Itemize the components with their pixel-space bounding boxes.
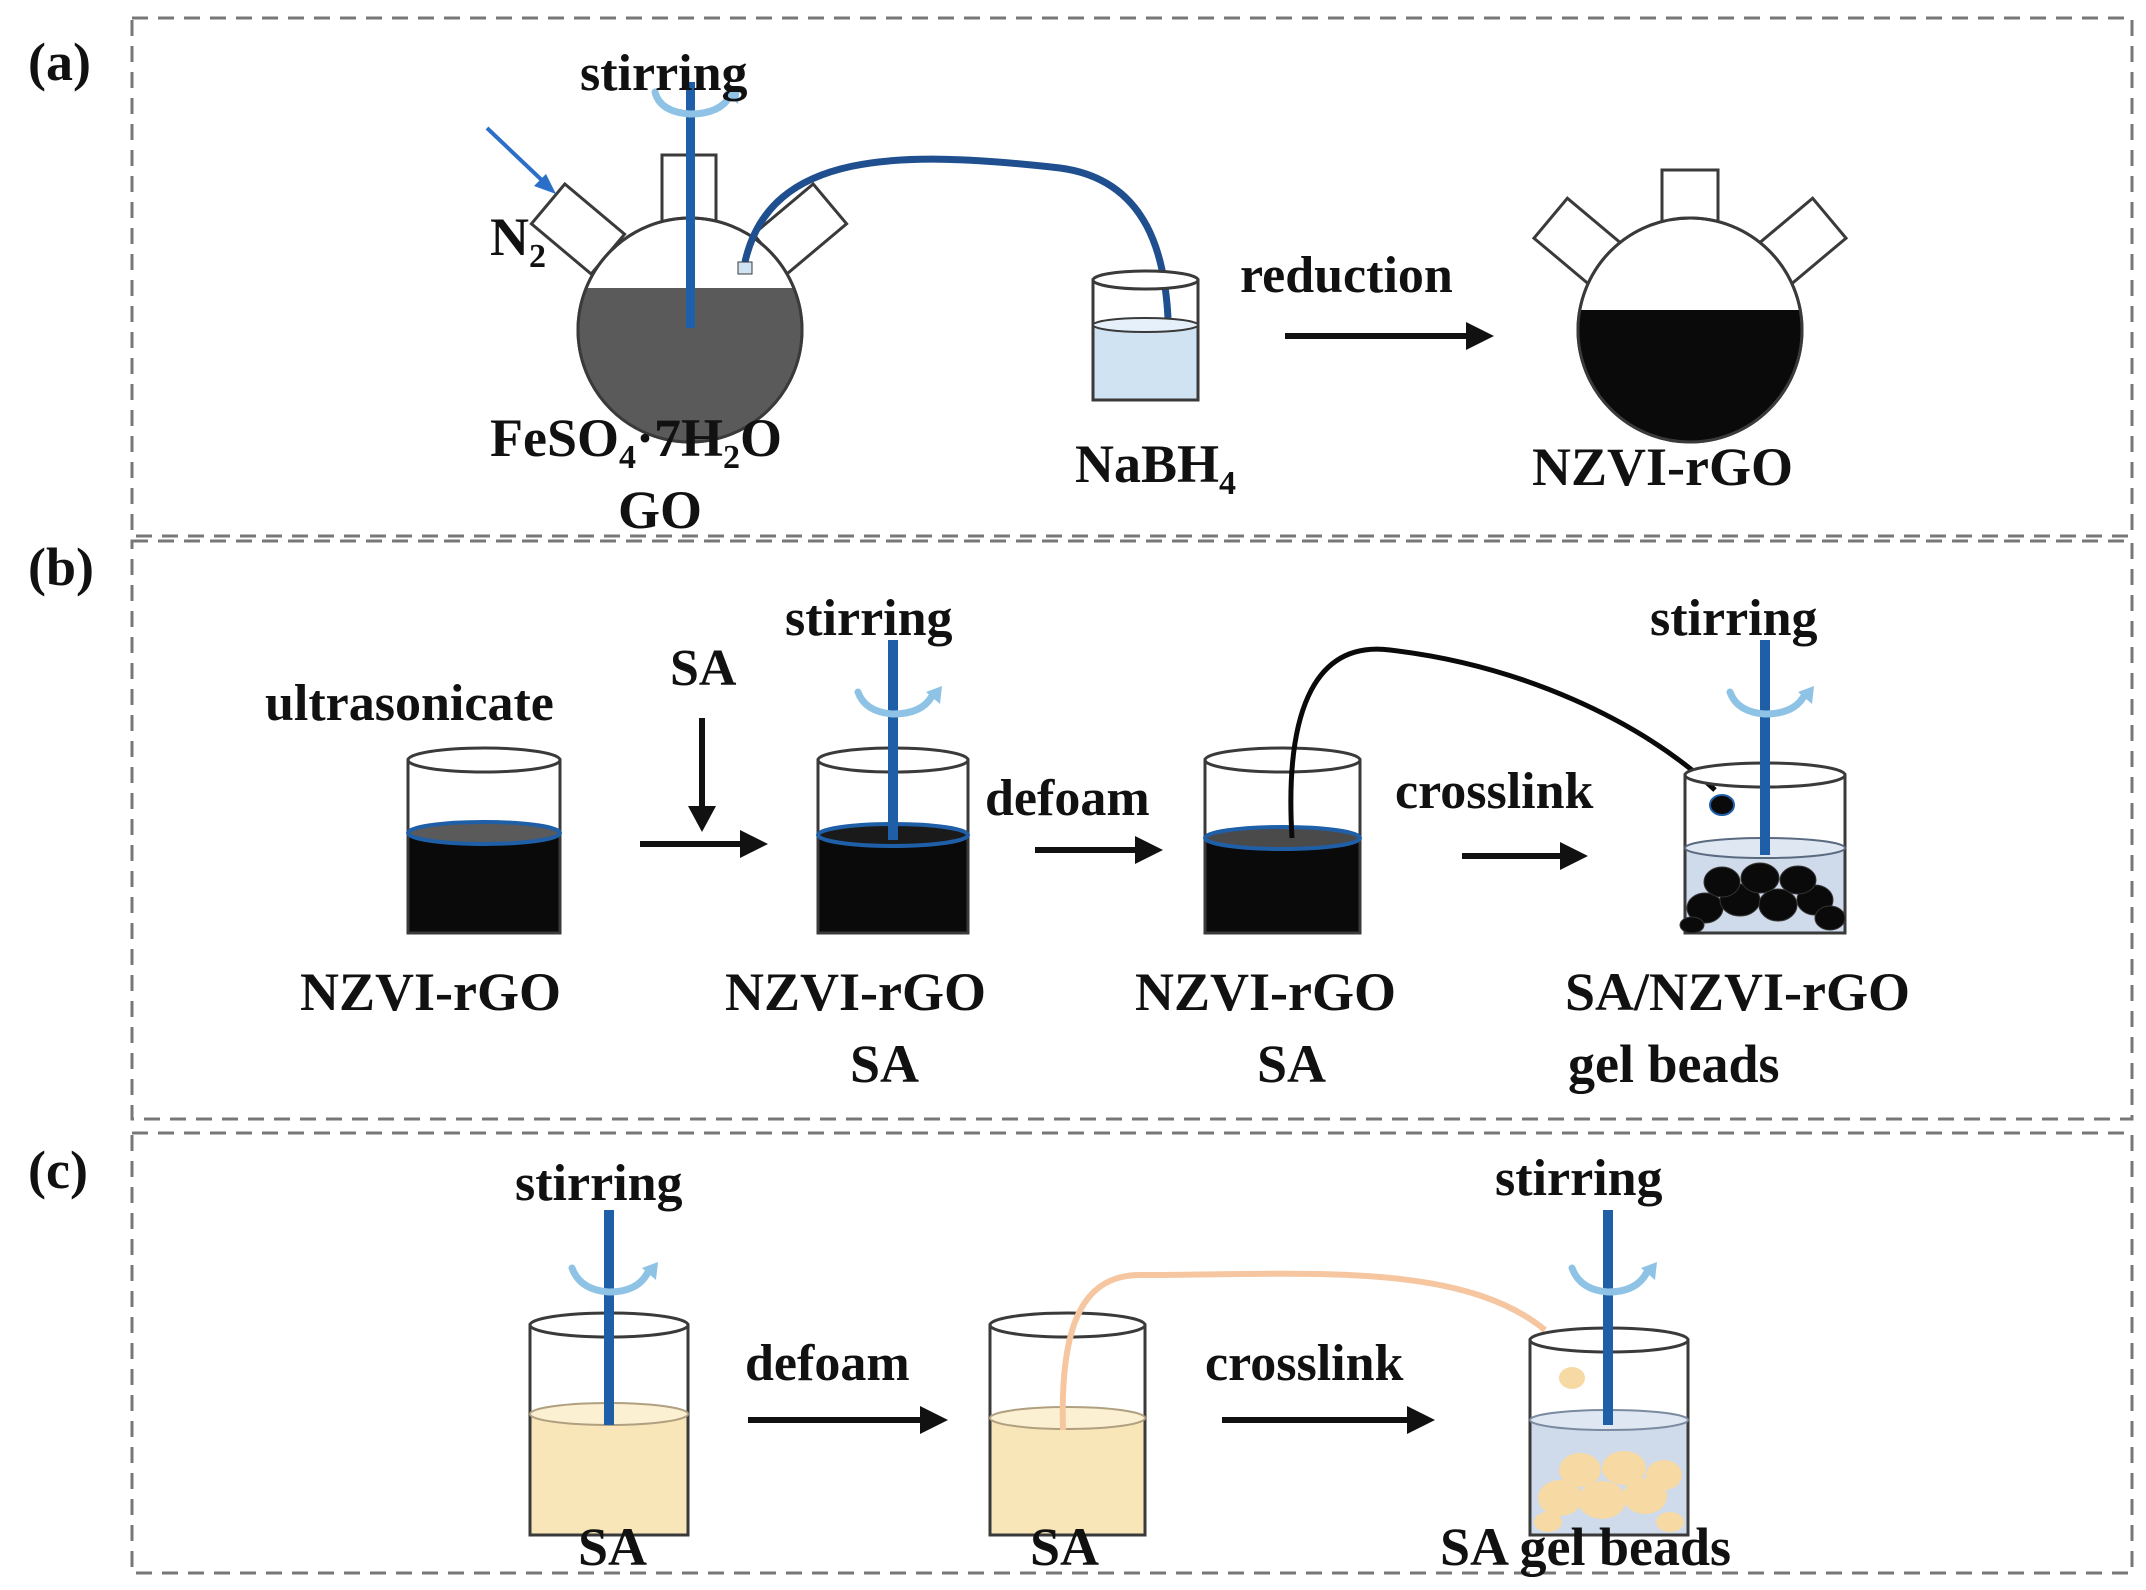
beaker-sa-gel-beads [1528,1210,1690,1537]
drip-tube-b [1288,646,1717,839]
stir-rod [604,1210,614,1425]
step-crosslink-c: crosslink [1205,1335,1404,1392]
stir-swirl-icon [1726,688,1808,718]
name-c3: SA gel beads [1440,1517,1731,1577]
name-b1: NZVI-rGO [300,962,561,1022]
stirring-b2: stirring [1650,590,1818,647]
beaker-defoamed [1203,746,1362,935]
panel-c: (c) stirring defoam crosslink [28,1131,2134,1577]
stir-rod [686,82,695,328]
beaker-gel-beads [1679,640,1847,935]
stir-swirl-icon [568,1264,652,1296]
reaction-flask [529,82,849,444]
panel-a-label: (a) [28,32,91,92]
step-defoam-b: defoam [985,770,1150,827]
beaker-nzvi-rgo [406,746,562,935]
flask-contents-line1: FeSO4·7H2O [490,408,782,476]
nabh4-beaker [1091,269,1200,402]
falling-sa-droplet [1559,1367,1585,1389]
sa-beads [1534,1451,1684,1532]
step-reduction: reduction [1240,247,1453,304]
drip-tube-c [1059,1270,1547,1431]
stir-swirl-icon [651,88,734,118]
beaker-nzvi-rgo-sa [816,640,970,935]
name-b3-line1: NZVI-rGO [1135,962,1396,1022]
name-b3-line2: SA [1257,1034,1326,1094]
beaker-sa [528,1210,690,1537]
panel-a-border [130,16,2134,538]
step-defoam-c: defoam [745,1335,910,1392]
panel-a: (a) N2 reduction [28,16,2134,540]
stir-rod [1760,640,1770,855]
product-flask [1531,168,1849,444]
falling-droplet [1709,794,1735,816]
stir-swirl-icon [1568,1264,1651,1296]
additive-sa: SA [670,640,737,697]
reagent-nabh4: NaBH4 [1075,434,1236,502]
name-c2: SA [1030,1517,1099,1577]
name-c1: SA [578,1517,647,1577]
panel-c-label: (c) [28,1140,88,1200]
product-nzvi-rgo: NZVI-rGO [1532,437,1793,497]
step-ultrasonicate: ultrasonicate [265,675,554,732]
name-b4-line2: gel beads [1568,1034,1780,1094]
stirring-c1: stirring [515,1155,683,1212]
n2-label: N2 [490,207,546,275]
flask-contents-line2: GO [618,480,702,540]
name-b2-line2: SA [850,1034,919,1094]
stirring-b1: stirring [785,590,953,647]
feed-tube [741,155,1172,319]
panel-c-border [130,1131,2134,1575]
stir-rod [888,640,898,840]
panel-b-border [130,539,2134,1121]
stir-rod [1603,1210,1613,1425]
beaker-sa-defoamed [988,1311,1147,1537]
stir-swirl-icon [854,688,936,718]
name-b4-line1: SA/NZVI-rGO [1565,962,1910,1022]
step-crosslink-b: crosslink [1395,763,1594,820]
n2-inlet-arrow [485,126,550,188]
panel-b-label: (b) [28,537,94,597]
stirring-a: stirring [580,45,748,102]
name-b2-line1: NZVI-rGO [725,962,986,1022]
panel-b: (b) ultrasonicate SA stirring defoam [28,537,2134,1121]
stirring-c2: stirring [1495,1150,1663,1207]
black-beads [1679,862,1846,934]
